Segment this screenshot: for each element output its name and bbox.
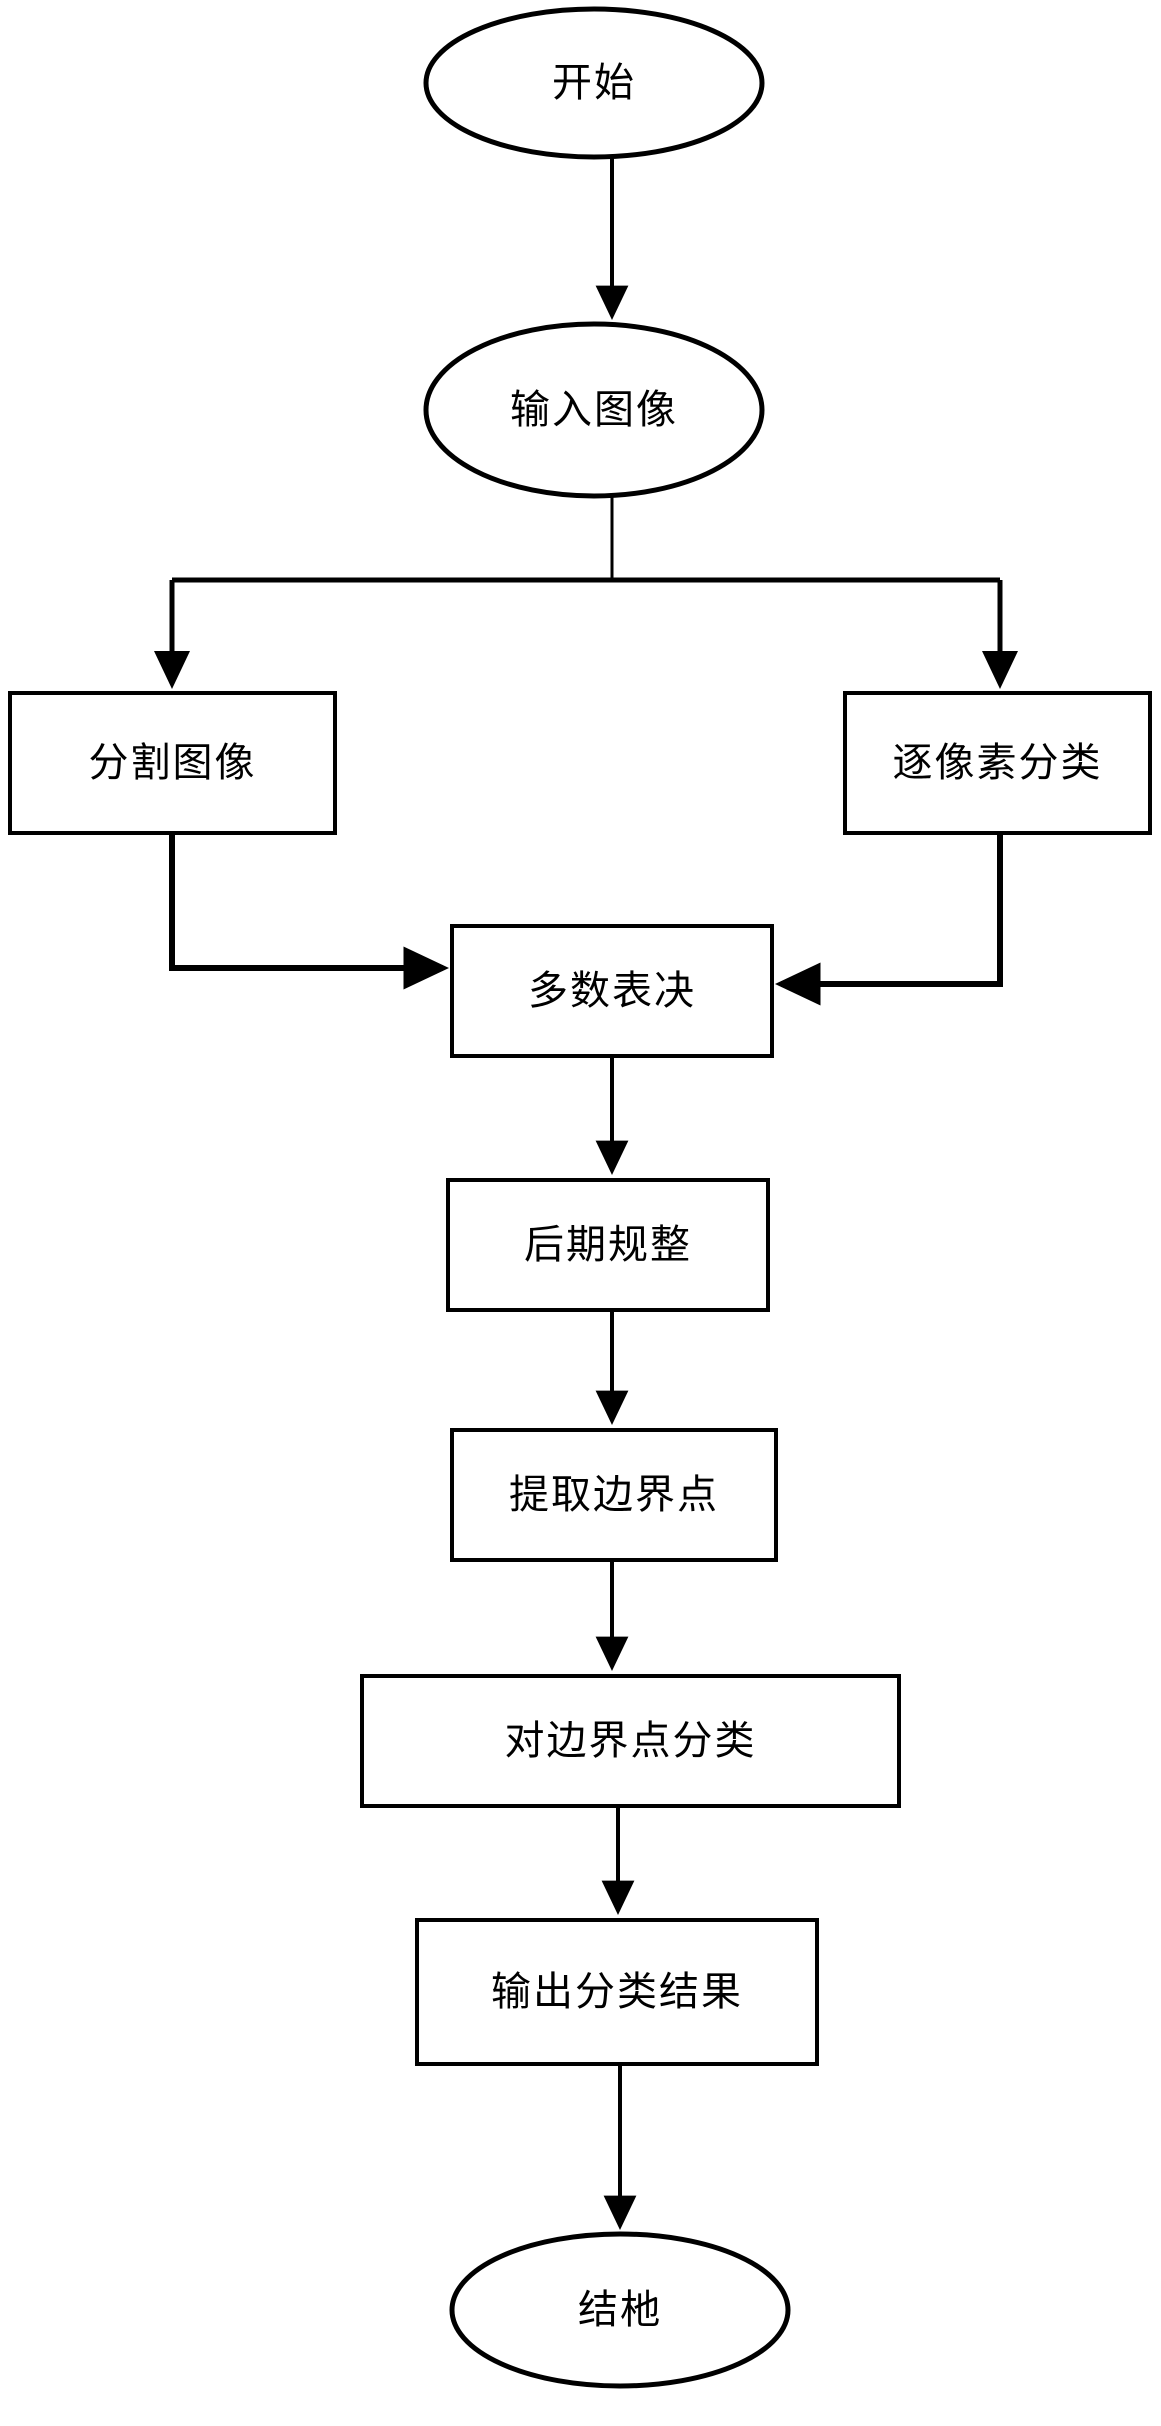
- node-end-shape[interactable]: [449, 2231, 791, 2389]
- node-majority-vote-shape[interactable]: [450, 924, 774, 1058]
- node-segment-image-shape[interactable]: [8, 691, 337, 835]
- node-start-shape[interactable]: [423, 6, 765, 160]
- node-post-regularize-shape[interactable]: [446, 1178, 770, 1312]
- node-output-result-shape[interactable]: [415, 1918, 819, 2066]
- node-input-image-shape[interactable]: [423, 321, 765, 499]
- node-pixelwise-classify-shape[interactable]: [843, 691, 1152, 835]
- edge-segment-to-vote: [169, 833, 450, 990]
- node-classify-boundary-points-shape[interactable]: [360, 1674, 901, 1808]
- node-extract-boundary-points-shape[interactable]: [450, 1428, 778, 1562]
- edge-pixelwise-to-vote: [774, 833, 1003, 1006]
